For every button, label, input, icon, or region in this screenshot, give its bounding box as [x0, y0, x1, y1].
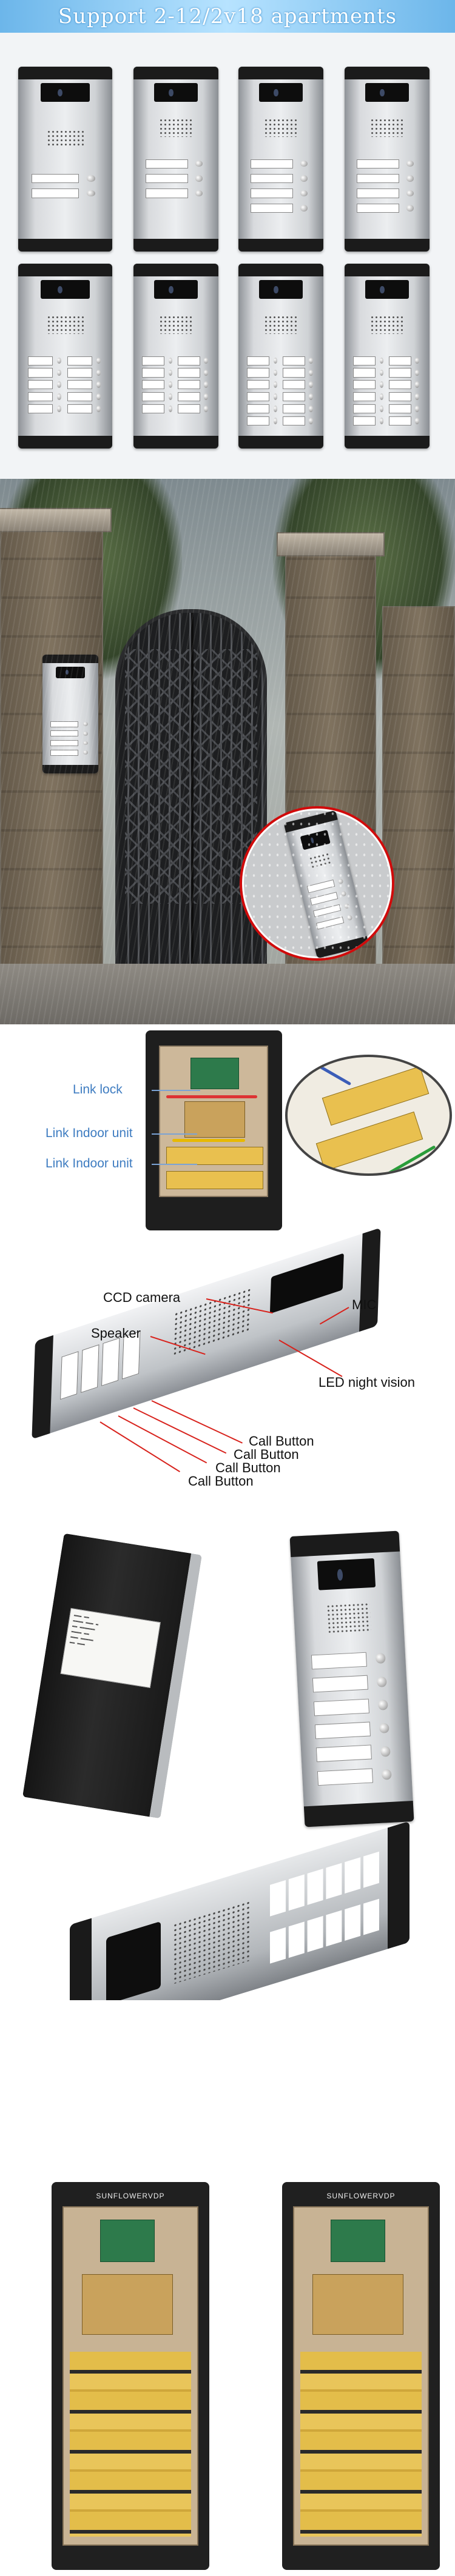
label-call-button-3: Call Button: [215, 1460, 281, 1475]
waterproof-detail-circle: [240, 806, 394, 961]
interior-boards-section: SUNFLOWERVDP SUNFLOWERVDP: [0, 2000, 455, 2576]
door-panel-model-3: [238, 67, 323, 252]
label-ccd-camera: CCD camera: [103, 1290, 181, 1305]
brand-label-right: SUNFLOWERVDP: [326, 2192, 396, 2200]
leader-call-4: [99, 1421, 180, 1472]
apartment-support-banner: Support 2-12/2v18 apartments: [0, 0, 455, 33]
leader-call-1: [151, 1400, 243, 1444]
label-link-indoor-2: Link Indoor unit: [46, 1156, 133, 1170]
panel-back-view: ▬▬▬ ▬▬▬▬▬▬ ▬▬▬ ▬▬▬ ▬▬▬▬▬▬▬▬▬▬ ▬▬▬▬▬ ▬▬▬▬…: [22, 1533, 202, 1819]
banner-text: Support 2-12/2v18 apartments: [58, 4, 397, 28]
brand-label-left: SUNFLOWERVDP: [96, 2192, 165, 2200]
leader-link-indoor-1: [152, 1133, 197, 1135]
door-panel-model-1: [18, 67, 112, 252]
speaker-grille: [172, 1286, 253, 1356]
door-panel-model-7: [238, 264, 323, 449]
door-panel-model-4: [345, 67, 430, 252]
pavement: [0, 964, 455, 1024]
panel-side-view: [289, 1530, 414, 1827]
door-panel-model-2: [133, 67, 218, 252]
installation-scene-section: [0, 479, 455, 1024]
label-speaker: Speaker: [91, 1326, 141, 1341]
label-link-lock: Link lock: [73, 1083, 123, 1096]
stone-wall-right: [382, 606, 455, 1024]
open-panel-interior: [146, 1030, 282, 1230]
label-call-button-2: Call Button: [234, 1447, 299, 1462]
label-call-button-1: Call Button: [249, 1433, 314, 1449]
relay-zoom-circle: [285, 1055, 452, 1176]
product-views-section: ▬▬▬ ▬▬▬▬▬▬ ▬▬▬ ▬▬▬ ▬▬▬▬▬▬▬▬▬▬ ▬▬▬▬▬ ▬▬▬▬…: [0, 1491, 455, 2000]
panel-angled-view: [70, 1821, 410, 2000]
label-link-indoor-1: Link Indoor unit: [46, 1126, 133, 1140]
label-call-button-4: Call Button: [188, 1473, 254, 1489]
door-panel-model-5: [18, 264, 112, 449]
leader-link-indoor-2: [152, 1164, 197, 1165]
wall-mounted-door-panel: [42, 655, 98, 773]
leader-link-lock: [152, 1090, 200, 1091]
label-mic: MIC: [352, 1297, 377, 1312]
iron-gate: [115, 609, 267, 973]
panel-lineup-section: Support 2-12/2v18 apartments: [0, 0, 455, 479]
stone-pillar-left: [0, 508, 112, 1024]
interior-board-right: SUNFLOWERVDP: [282, 2182, 440, 2570]
door-panel-model-8: [345, 264, 430, 449]
spec-sticker: ▬▬▬ ▬▬▬▬▬▬ ▬▬▬ ▬▬▬ ▬▬▬▬▬▬▬▬▬▬ ▬▬▬▬▬ ▬▬▬▬…: [60, 1607, 161, 1689]
door-panel-front-angled: [32, 1227, 381, 1440]
interior-board-left: SUNFLOWERVDP: [52, 2182, 209, 2570]
door-panel-model-6: [133, 264, 218, 449]
feature-callout-section: Link lock Link Indoor unit Link Indoor u…: [0, 1024, 455, 1491]
camera-window: [269, 1253, 344, 1314]
label-led-night-vision: LED night vision: [318, 1375, 415, 1390]
